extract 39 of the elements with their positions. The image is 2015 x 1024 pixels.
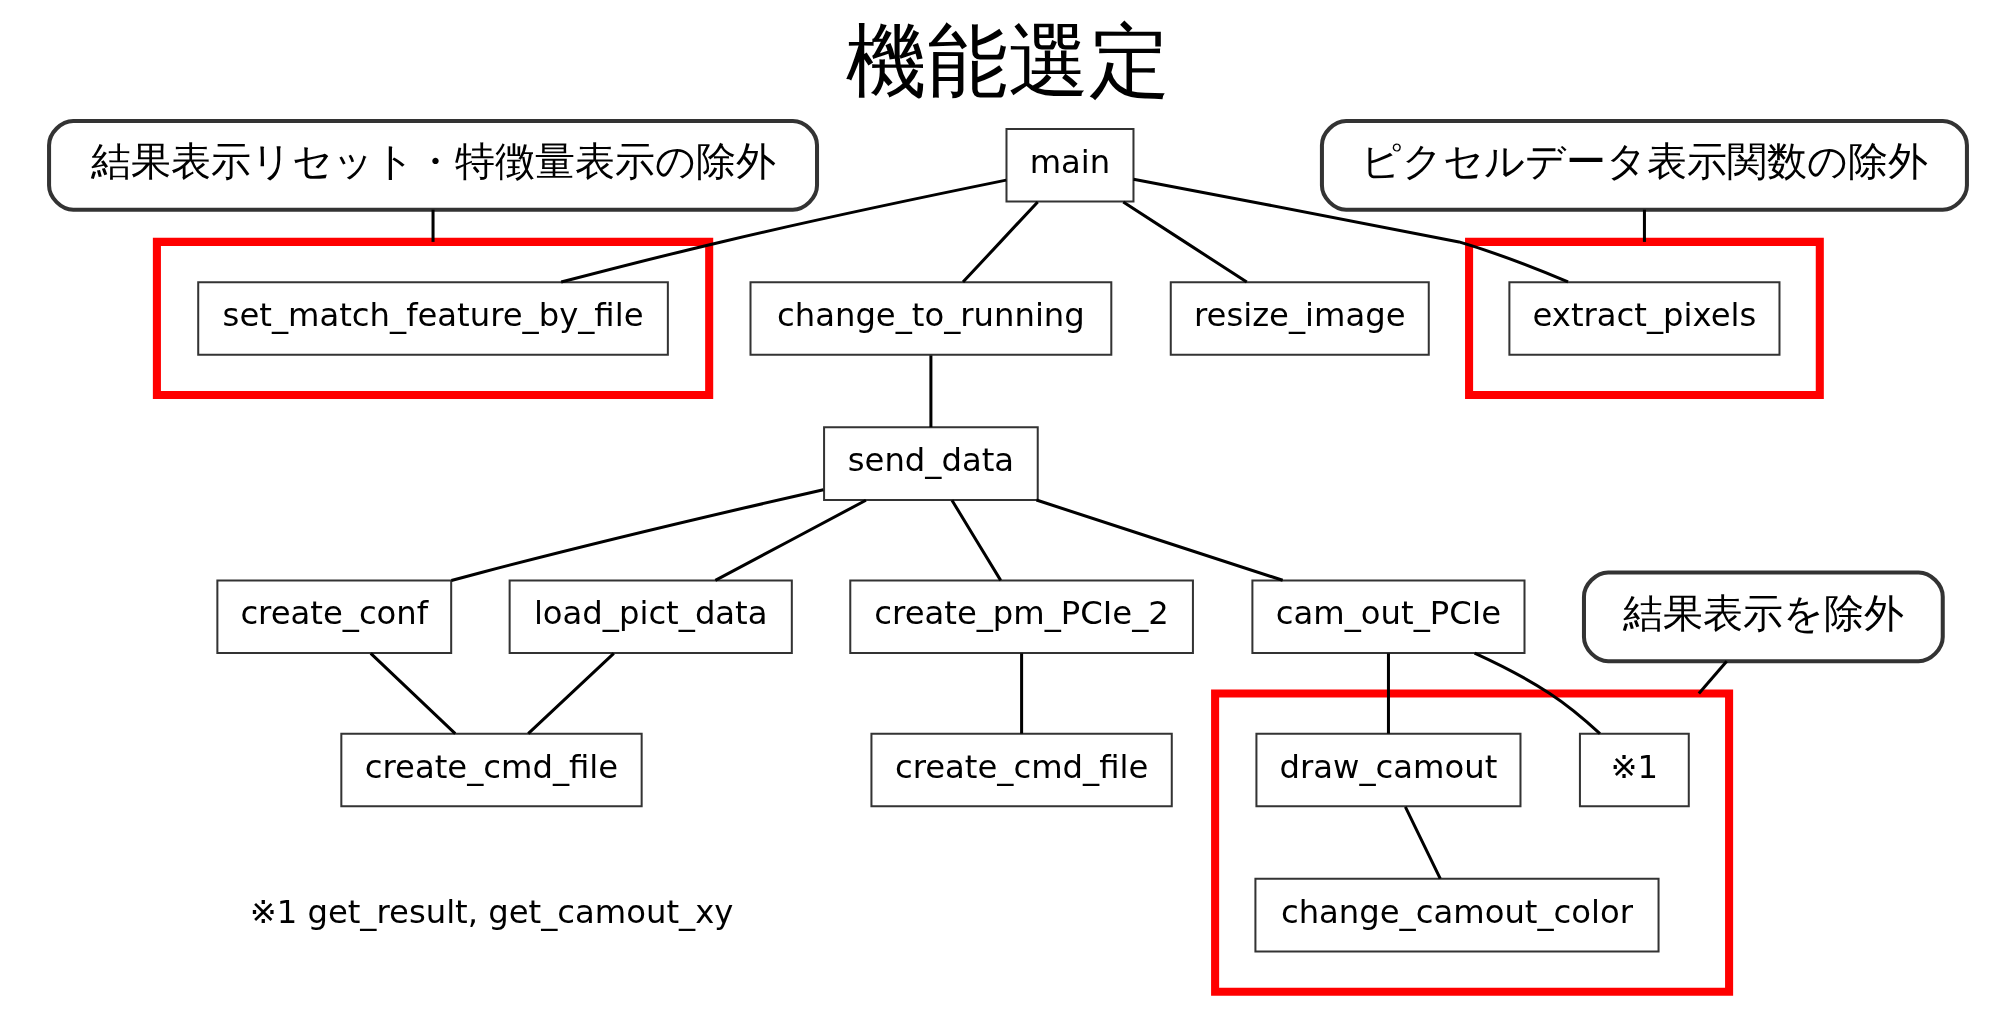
cluster: [1210, 689, 1733, 996]
node-box: 結果表示を除外: [1581, 570, 1945, 664]
connector: [1019, 653, 1023, 734]
connector: [1035, 498, 1283, 582]
connector: [1121, 200, 1248, 284]
connector: [950, 499, 1002, 582]
node-box: ピクセルデータ表示関数の除外: [1319, 118, 1969, 212]
cluster: [1464, 237, 1824, 400]
node-box: ※1: [1578, 732, 1690, 808]
node-box: main: [1005, 128, 1134, 203]
node-box: 結果表示リセット・特徴量表示の除外: [46, 118, 819, 212]
node-box: send_data: [822, 426, 1039, 501]
diagram-title: 機能選定: [845, 13, 1170, 108]
connector: [560, 178, 1006, 284]
node-box: set_match_feature_by_file: [196, 281, 669, 356]
label: ※1 get_result, get_camout_xy: [249, 892, 733, 931]
connector: [1697, 660, 1728, 695]
connector: [431, 209, 435, 242]
node-box: create_conf: [215, 579, 452, 655]
connector: [1642, 209, 1646, 242]
node-box: extract_pixels: [1507, 281, 1780, 356]
connector: [1386, 653, 1390, 734]
cluster: [152, 237, 713, 400]
node-box: load_pict_data: [508, 579, 793, 655]
connector: [928, 355, 932, 428]
node-box: create_pm_PCIe_2: [848, 579, 1194, 655]
node-box: cam_out_PCIe: [1250, 579, 1525, 655]
node-box: create_cmd_file: [339, 732, 643, 808]
connector: [1403, 806, 1442, 880]
connector: [526, 652, 615, 735]
connector: [714, 498, 867, 582]
connector: [369, 652, 456, 735]
connector: [450, 488, 824, 583]
node-box: change_to_running: [749, 281, 1112, 356]
node-box: draw_camout: [1254, 732, 1521, 808]
connector: [961, 200, 1039, 284]
node-box: resize_image: [1169, 281, 1430, 356]
node-box: change_camout_color: [1253, 877, 1660, 953]
node-box: create_cmd_file: [869, 732, 1173, 808]
